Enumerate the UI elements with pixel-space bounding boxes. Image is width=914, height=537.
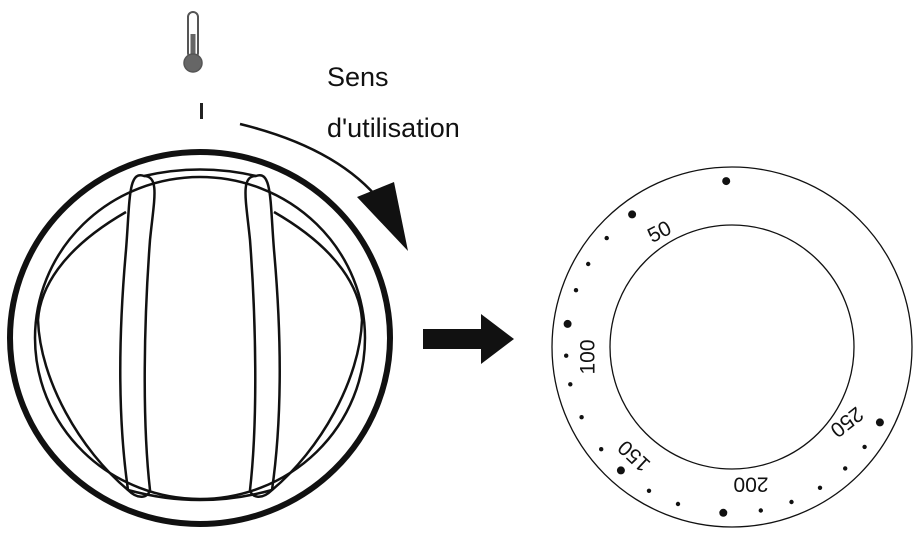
curved-arrow-icon [239,122,408,251]
dial-major-tick [628,210,637,219]
dial-minor-tick [862,444,867,450]
knob-outer-rim [7,149,393,527]
dial-major-tick [719,508,728,517]
dial-inner-ring [609,224,855,470]
knob [7,149,393,527]
grip-left-ridge [119,174,156,498]
dial-minor-tick [646,488,652,493]
knob-right-lobe [271,210,364,491]
direction-label-line1: Sens [327,62,389,92]
grip-right-ridge [244,174,281,498]
dial-number-250: 250 [826,402,868,442]
dial-number-50: 50 [644,217,675,248]
dial-minor-tick [564,353,569,358]
grip-bottom [127,488,273,502]
dial-minor-tick [604,235,609,241]
direction-label-line2: d'utilisation [327,113,460,143]
dial-number-100: 100 [577,339,600,374]
dial-minor-tick [675,501,681,507]
dial-minor-tick [817,485,823,490]
dial-minor-tick [758,508,763,513]
index-mark [200,103,203,119]
dial-major-tick [563,319,572,328]
dial-major-tick [875,418,884,427]
dial-minor-tick [789,499,794,505]
dial-outer-ring [551,166,913,528]
grip-top [143,168,257,178]
thermometer-icon [183,11,203,73]
dial-minor-tick [843,466,848,471]
dial-minor-tick [599,447,604,452]
dial-minor-tick [586,261,591,267]
knob-inner-rim [33,175,367,501]
temperature-dial: 50 100 150 200 250 [551,166,913,528]
dial-major-tick [722,177,731,186]
dial-minor-tick [579,415,584,420]
dial-minor-tick [568,382,573,387]
dial-minor-tick [573,288,579,293]
knob-left-lobe [36,210,129,491]
right-arrow-icon [423,314,514,364]
dial-minor-tick [618,468,624,473]
dial-number-200: 200 [733,472,768,495]
